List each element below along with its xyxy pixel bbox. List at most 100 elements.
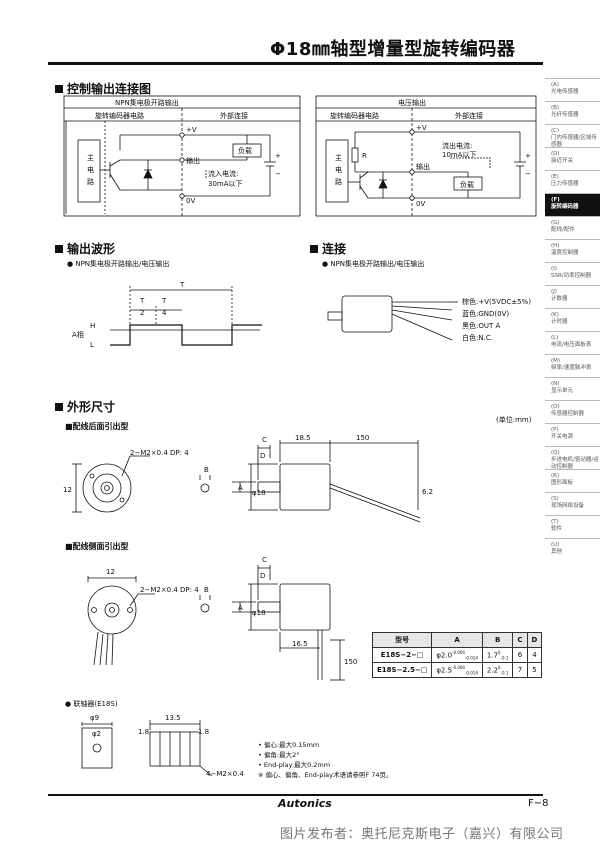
table-cell: E18S−2.5−□ (371, 662, 433, 678)
tab-item[interactable]: (G)配线/配件 (545, 216, 600, 239)
side-b: B (204, 586, 209, 594)
tab-code: (D) (551, 151, 560, 157)
tab-label: SSR/功率控制器 (551, 273, 592, 279)
section-control-label: 控制输出连接图 (67, 82, 152, 96)
tab-code: (O) (551, 404, 560, 410)
npn-main-2: 电 (87, 165, 94, 174)
tab-code: (C) (551, 128, 560, 134)
tab-item[interactable]: (H)温度控制器 (545, 239, 600, 262)
section-dimensions-label: 外形尺寸 (67, 400, 116, 414)
table-header: C (512, 632, 528, 648)
b-tol2: -0.1 (500, 655, 509, 661)
voltage-load: 负载 (460, 180, 474, 189)
rear-screw: 2−M2×0.4 DP: 4 (130, 449, 189, 457)
waveform-trace (110, 324, 262, 346)
coupling-135: 13.5 (165, 714, 181, 722)
coupling-front (81, 727, 113, 769)
voltage-col1: 旋转编码器电路 (330, 111, 379, 120)
waveform-t2: T (139, 297, 145, 305)
voltage-main-circuit-box (325, 139, 349, 203)
tab-code: (U) (551, 542, 560, 548)
tab-item[interactable]: (E)压力传感器 (545, 170, 600, 193)
side-12: 12 (106, 568, 115, 576)
coupling-side (149, 731, 201, 767)
section-connection: 连接 (310, 240, 346, 257)
tab-item[interactable]: (Q)步进电机/驱动器/运动控制器 (545, 446, 600, 469)
coupling-title: ● 联轴器(E18S) (65, 699, 118, 708)
tab-item[interactable]: (T)软件 (545, 515, 600, 538)
voltage-current: 流出电流: (442, 141, 472, 150)
tab-label: 软件 (551, 526, 563, 532)
tab-item[interactable]: (M)频率/速度脉冲表 (545, 354, 600, 377)
side-d: D (260, 572, 265, 580)
table-header: D (526, 632, 543, 648)
model-table: 型号 A B C D E18S−2−□ φ2.0-0.004-0.014 1.7… (371, 632, 543, 678)
npn-current: 流入电流: (208, 169, 238, 178)
brand-logo: Autonics (278, 797, 332, 810)
voltage-main: 主 (335, 153, 342, 162)
watermark: 图片发布者：奥托尼克斯电子（嘉兴）有限公司 (280, 827, 564, 842)
section-control: 控制输出连接图 (55, 80, 151, 97)
npn-main-3: 路 (87, 177, 94, 186)
tab-item[interactable]: (I)SSR/功率控制器 (545, 262, 600, 285)
tab-item[interactable]: (O)传感器控制器 (545, 400, 600, 423)
tab-code: (S) (551, 496, 559, 502)
drawing-canvas: NPN集电极开路输出 旋转编码器电路 外部连接 +V 输出 0V 负载 主 电 … (63, 95, 537, 779)
tab-label: 门内传感器/区域传感器 (551, 135, 597, 147)
table-cell: E18S−2−□ (371, 647, 433, 663)
rear-front-circle (82, 463, 132, 513)
tab-item[interactable]: (R)图形面板 (545, 469, 600, 492)
tab-label: 光电传感器 (551, 89, 579, 95)
tab-label: 开关电源 (551, 434, 574, 440)
table-row: E18S−2−□ φ2.0-0.004-0.014 1.70-0.1 6 4 (371, 647, 543, 663)
side-screw: 2−M2×0.4 DP: 4 (140, 586, 199, 594)
tab-label: 频率/速度脉冲表 (551, 365, 592, 371)
tab-code: (J) (551, 289, 557, 295)
tab-item[interactable]: (N)显示单元 (545, 377, 600, 400)
table-row: E18S−2.5−□ φ2.5-0.004-0.014 2.20-0.1 7 5 (371, 662, 543, 678)
b-tol: 0 (498, 649, 501, 655)
tab-item[interactable]: (U)其他 (545, 538, 600, 561)
tab-code: (G) (551, 220, 560, 226)
coupling-phi9: φ9 (90, 714, 99, 722)
tab-item[interactable]: (L)电流/电压面板表 (545, 331, 600, 354)
npn-header: NPN集电极开路输出 (115, 98, 179, 107)
tab-code: (B) (551, 105, 560, 111)
tab-item[interactable]: (D)接近开关 (545, 147, 600, 170)
tab-label: 旋转编码器 (551, 204, 579, 210)
tab-code: (I) (551, 266, 557, 272)
tab-item[interactable]: (J)计数器 (545, 285, 600, 308)
tab-label: 计数器 (551, 296, 568, 302)
tab-label: 电流/电压面板表 (551, 342, 592, 348)
rear-d: D (260, 452, 265, 460)
table-cell: 5 (526, 662, 543, 678)
tab-item[interactable]: (S)现场网络设备 (545, 492, 600, 515)
tab-code: (M) (551, 358, 561, 364)
waveform-t2-den: 2 (140, 309, 144, 317)
tab-code: (P) (551, 427, 559, 433)
tab-label: 传感器控制器 (551, 411, 585, 417)
side-150: 150 (344, 658, 357, 666)
tab-label: 光纤传感器 (551, 112, 579, 118)
waveform-note: ● NPN集电极开路输出/电压输出 (67, 259, 169, 268)
waveform-h: H (90, 322, 95, 330)
voltage-main-3: 路 (335, 177, 342, 186)
tab-item[interactable]: (B)光纤传感器 (545, 101, 600, 124)
section-bullet (55, 244, 63, 253)
npn-plus: + (275, 152, 281, 160)
npn-out: 输出 (186, 156, 200, 165)
tab-item[interactable]: (A)光电传感器 (545, 78, 600, 101)
waveform-t4-den: 4 (162, 309, 167, 317)
table-cell-b: 2.20-0.1 (481, 662, 514, 678)
tab-item[interactable]: (K)计时器 (545, 308, 600, 331)
tab-item[interactable]: (P)开关电源 (545, 423, 600, 446)
table-cell-b: 1.70-0.1 (481, 647, 514, 663)
tab-item[interactable]: (C)门内传感器/区域传感器 (545, 124, 600, 147)
tab-item[interactable]: (F)旋转编码器 (545, 193, 600, 216)
waveform-phase: A相 (72, 330, 84, 339)
unit-label: (单位:mm) (496, 415, 532, 424)
tab-code: (R) (551, 473, 560, 479)
note-3: • End-play:最大0.2mm (258, 760, 330, 769)
voltage-minus: − (525, 170, 531, 178)
a-tol: -0.004 (452, 664, 465, 670)
